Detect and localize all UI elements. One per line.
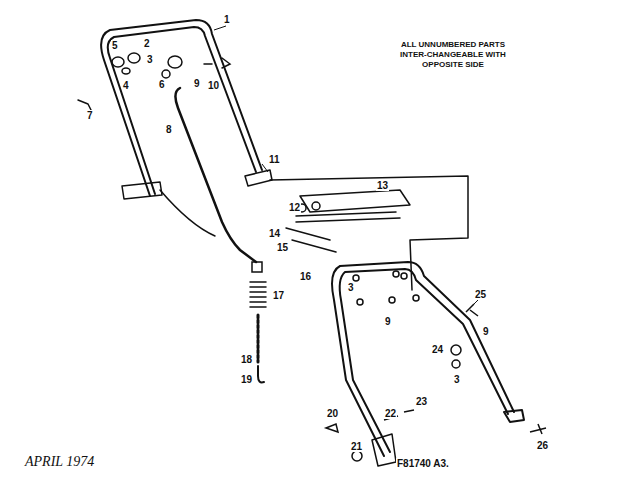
callout-number: 19 bbox=[240, 374, 253, 385]
drawing-stroke bbox=[332, 262, 514, 456]
drawing-stroke bbox=[262, 164, 268, 172]
drawing-stroke bbox=[413, 295, 419, 301]
drawing-stroke bbox=[258, 344, 259, 350]
callout-number: 17 bbox=[272, 290, 285, 301]
drawing-stroke bbox=[108, 27, 256, 194]
callout-number: 2 bbox=[143, 38, 151, 49]
drawing-stroke bbox=[393, 271, 399, 277]
drawing-stroke bbox=[122, 182, 162, 199]
drawing-stroke bbox=[451, 345, 461, 355]
drawing-stroke bbox=[286, 228, 336, 252]
callout-number: 9 bbox=[384, 316, 392, 327]
drawing-stroke bbox=[128, 53, 140, 63]
drawing-stroke bbox=[352, 451, 362, 461]
drawing-stroke bbox=[296, 212, 400, 222]
callout-number: 24 bbox=[431, 344, 444, 355]
control-parts bbox=[78, 53, 266, 382]
drawing-stroke bbox=[214, 26, 226, 30]
drawing-stroke bbox=[300, 190, 410, 212]
callout-number: 15 bbox=[276, 242, 289, 253]
drawing-stroke bbox=[204, 58, 230, 68]
drawing-stroke bbox=[112, 57, 124, 67]
drawing-stroke bbox=[162, 70, 170, 78]
drawing-stroke bbox=[504, 410, 524, 422]
callout-number: 10 bbox=[207, 80, 220, 91]
drawing-stroke bbox=[270, 176, 468, 290]
drawing-stroke bbox=[250, 282, 266, 307]
drawing-stroke bbox=[357, 299, 363, 305]
callout-number: 8 bbox=[165, 124, 173, 135]
callout-number: 14 bbox=[268, 228, 281, 239]
callout-number: 5 bbox=[111, 40, 119, 51]
leader-lines bbox=[214, 26, 478, 350]
note-text: ALL UNNUMBERED PARTS INTER-CHANGEABLE WI… bbox=[386, 40, 520, 70]
upper-handle bbox=[101, 20, 272, 199]
figure-code: F81740 A3. bbox=[396, 458, 450, 469]
drawing-stroke bbox=[353, 275, 359, 281]
callout-number: 3 bbox=[146, 54, 154, 65]
drawing-stroke bbox=[122, 68, 130, 74]
callout-number: 18 bbox=[240, 354, 253, 365]
callout-number: 3 bbox=[347, 282, 355, 293]
callout-number: 13 bbox=[376, 180, 389, 191]
drawing-stroke bbox=[258, 366, 264, 382]
drawing-stroke bbox=[257, 315, 260, 362]
drawing-stroke bbox=[252, 262, 262, 272]
date-text: APRIL 1974 bbox=[24, 454, 95, 470]
callout-number: 23 bbox=[415, 396, 428, 407]
drawing-stroke bbox=[472, 300, 478, 306]
drawing-stroke bbox=[160, 190, 215, 236]
callout-number: 22 bbox=[384, 408, 397, 419]
callout-number: 12 bbox=[288, 202, 301, 213]
lower-handle bbox=[332, 262, 524, 466]
drawing-stroke bbox=[401, 273, 407, 279]
drawing-stroke bbox=[101, 20, 262, 196]
callout-number: 7 bbox=[86, 110, 94, 121]
drawing-stroke bbox=[452, 360, 460, 368]
callout-number: 25 bbox=[474, 289, 487, 300]
hardware bbox=[326, 271, 546, 461]
drawing-stroke bbox=[312, 202, 320, 210]
callout-number: 9 bbox=[193, 78, 201, 89]
callout-number: 20 bbox=[326, 408, 339, 419]
callout-number: 1 bbox=[223, 14, 231, 25]
drawing-stroke bbox=[372, 434, 396, 466]
drawing-stroke bbox=[245, 170, 272, 186]
callout-number: 26 bbox=[536, 440, 549, 451]
callout-number: 9 bbox=[482, 326, 490, 337]
panel-and-bracket bbox=[270, 176, 468, 290]
drawing-stroke bbox=[326, 424, 338, 432]
callout-number: 6 bbox=[158, 79, 166, 90]
callout-number: 4 bbox=[122, 80, 130, 91]
callout-number: 11 bbox=[268, 154, 281, 165]
callout-number: 16 bbox=[299, 271, 312, 282]
drawing-stroke bbox=[168, 56, 182, 68]
drawing-stroke bbox=[530, 424, 546, 434]
callout-number: 21 bbox=[350, 441, 363, 452]
callout-number: 3 bbox=[453, 374, 461, 385]
drawing-stroke bbox=[340, 269, 508, 452]
drawing-stroke bbox=[389, 297, 395, 303]
